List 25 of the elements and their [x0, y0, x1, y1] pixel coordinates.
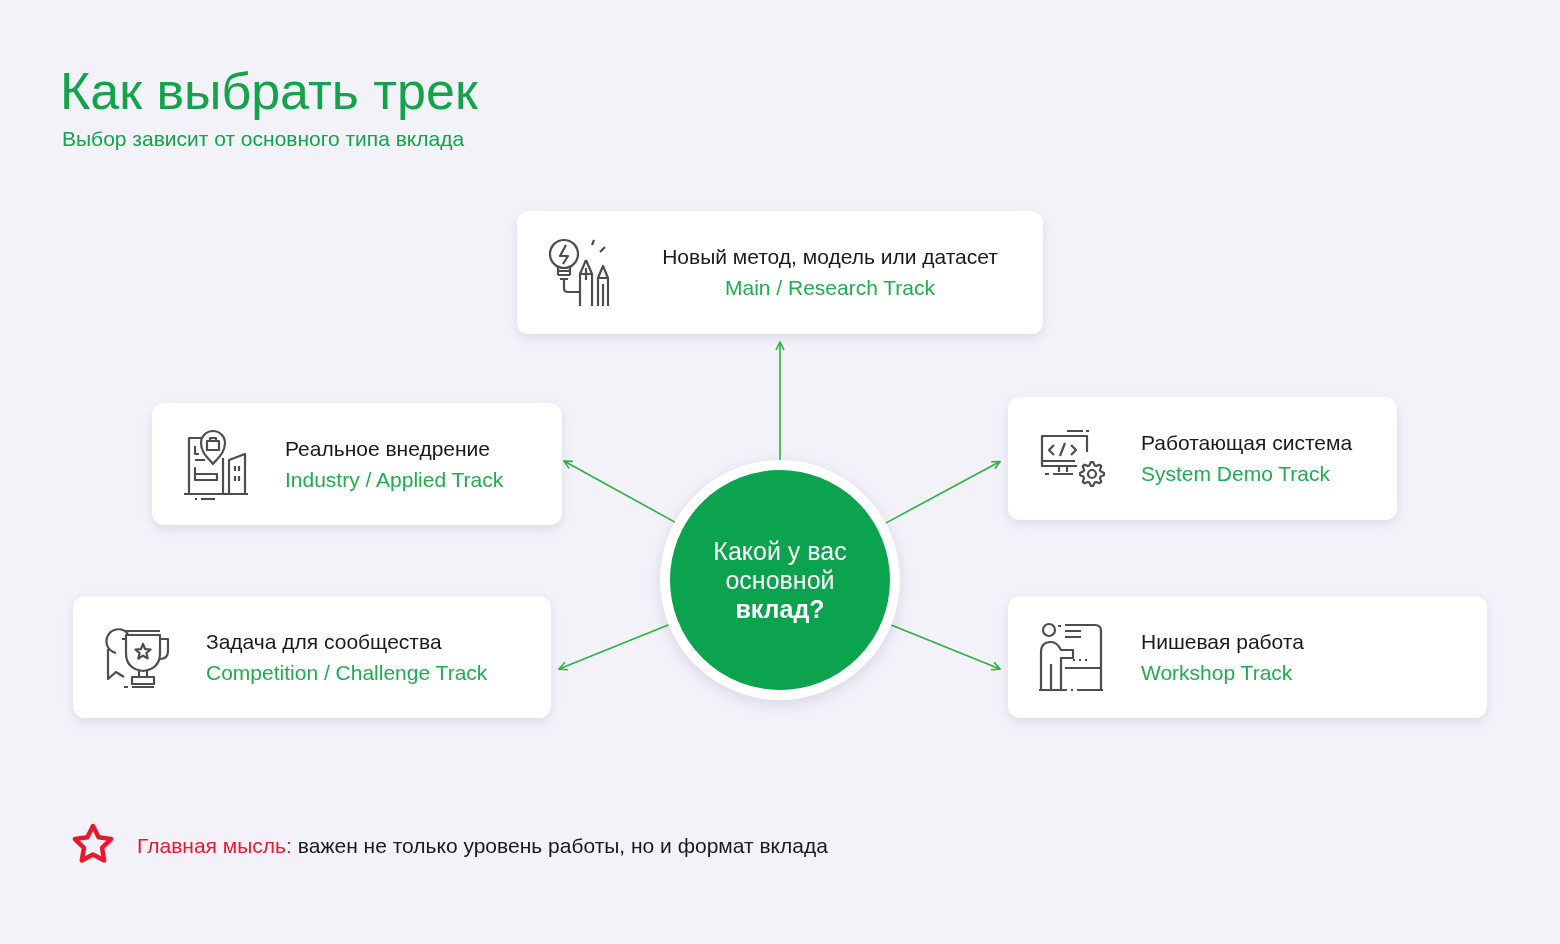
track-card [517, 211, 1043, 334]
track-name: Main / Research Track [724, 275, 936, 301]
page-title: Как выбрать трек [60, 61, 478, 121]
track-name: Workshop Track [1141, 660, 1293, 686]
note-label: Главная мысль: [137, 833, 292, 859]
card-heading: Задача для сообщества [206, 629, 442, 655]
arrow [884, 460, 1001, 524]
track-name: Industry / Applied Track [285, 467, 504, 493]
card-heading: Нишевая работа [1141, 629, 1304, 655]
card-heading: Работающая система [1141, 430, 1353, 456]
arrow [558, 624, 670, 671]
track-card [73, 596, 551, 718]
arrow [563, 460, 676, 523]
arrow [890, 624, 1001, 671]
card-heading: Реальное внедрение [285, 436, 491, 462]
card-heading: Новый метод, модель или датасет [662, 244, 998, 270]
track-card [1008, 397, 1397, 520]
track-name: Competition / Challenge Track [206, 660, 488, 686]
arrow [775, 341, 785, 461]
note-text: важен не только уровень работы, но и формат вклада [297, 833, 828, 859]
track-card [1008, 596, 1487, 718]
track-card [152, 403, 562, 525]
track-name: System Demo Track [1141, 461, 1331, 487]
subtitle: Выбор зависит от основного типа вклада [62, 126, 465, 152]
question-text: Какой у вас основной вклад? [712, 536, 848, 624]
